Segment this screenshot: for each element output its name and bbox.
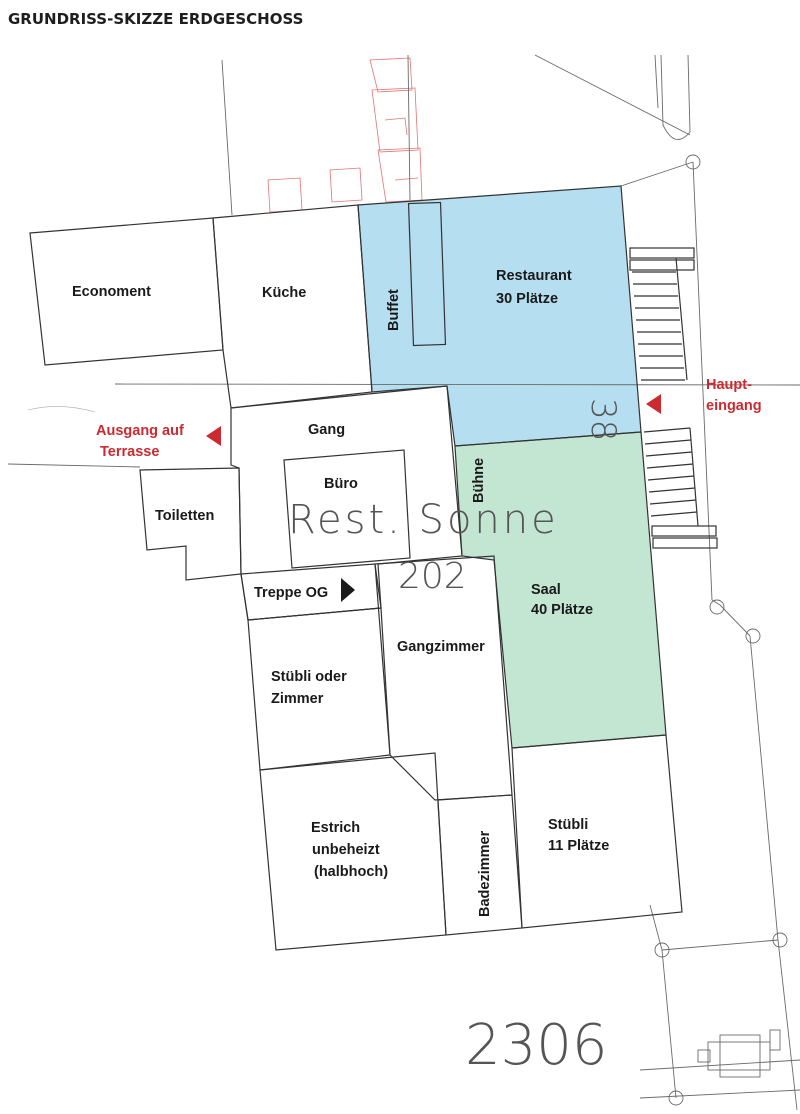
- label-estrich: Estrich: [311, 820, 360, 836]
- haupteingang-arrow-icon: [646, 394, 661, 414]
- label-ausgang-terrasse: Ausgang auf: [96, 423, 184, 439]
- label-gang: Gang: [308, 422, 345, 438]
- label-unbeheizt: unbeheizt: [312, 842, 380, 858]
- entrance-stairs-top: [629, 247, 695, 381]
- survey-lines: [7, 54, 800, 1111]
- label-buero: Büro: [324, 476, 358, 492]
- label-eingang: eingang: [706, 398, 762, 414]
- plan-title: GRUNDRISS-SKIZZE ERDGESCHOSS: [8, 10, 303, 28]
- survey-number-2306: 2306: [465, 1013, 608, 1078]
- label-terrasse: Terrasse: [100, 444, 159, 460]
- label-stuebli-seats: 11 Plätze: [548, 838, 609, 854]
- label-badezimmer: Badezimmer: [477, 830, 493, 917]
- label-toiletten: Toiletten: [155, 508, 214, 524]
- label-kueche: Küche: [262, 285, 306, 301]
- saal-area: [455, 432, 666, 748]
- label-restaurant-seats: 30 Plätze: [496, 291, 558, 307]
- survey-rest-sonne: Rest. Sonne: [288, 497, 559, 543]
- label-buffet: Buffet: [386, 289, 402, 331]
- survey-number-38: 38: [583, 398, 623, 441]
- label-haupt: Haupt-: [706, 377, 752, 393]
- label-saal: Saal: [531, 582, 561, 598]
- label-gangzimmer: Gangzimmer: [397, 639, 485, 655]
- label-buehne: Bühne: [471, 458, 487, 503]
- treppe-arrow-icon: [341, 578, 355, 602]
- entrance-stairs-bottom: [643, 427, 718, 549]
- survey-number-202: 202: [398, 556, 467, 597]
- label-stuebli: Stübli: [548, 817, 588, 833]
- label-halbhoch: (halbhoch): [314, 864, 388, 880]
- label-zimmer: Zimmer: [271, 691, 324, 707]
- label-restaurant: Restaurant: [496, 268, 572, 284]
- ausgang-arrow-icon: [206, 426, 221, 446]
- survey-sketch-red: [267, 57, 423, 213]
- label-stuebli-oder: Stübli oder: [271, 669, 347, 685]
- building-walls: [29, 185, 683, 951]
- label-economent: Economent: [72, 284, 151, 300]
- label-saal-seats: 40 Plätze: [531, 602, 593, 618]
- restaurant-area: [358, 186, 641, 446]
- label-treppe-og: Treppe OG: [254, 585, 328, 601]
